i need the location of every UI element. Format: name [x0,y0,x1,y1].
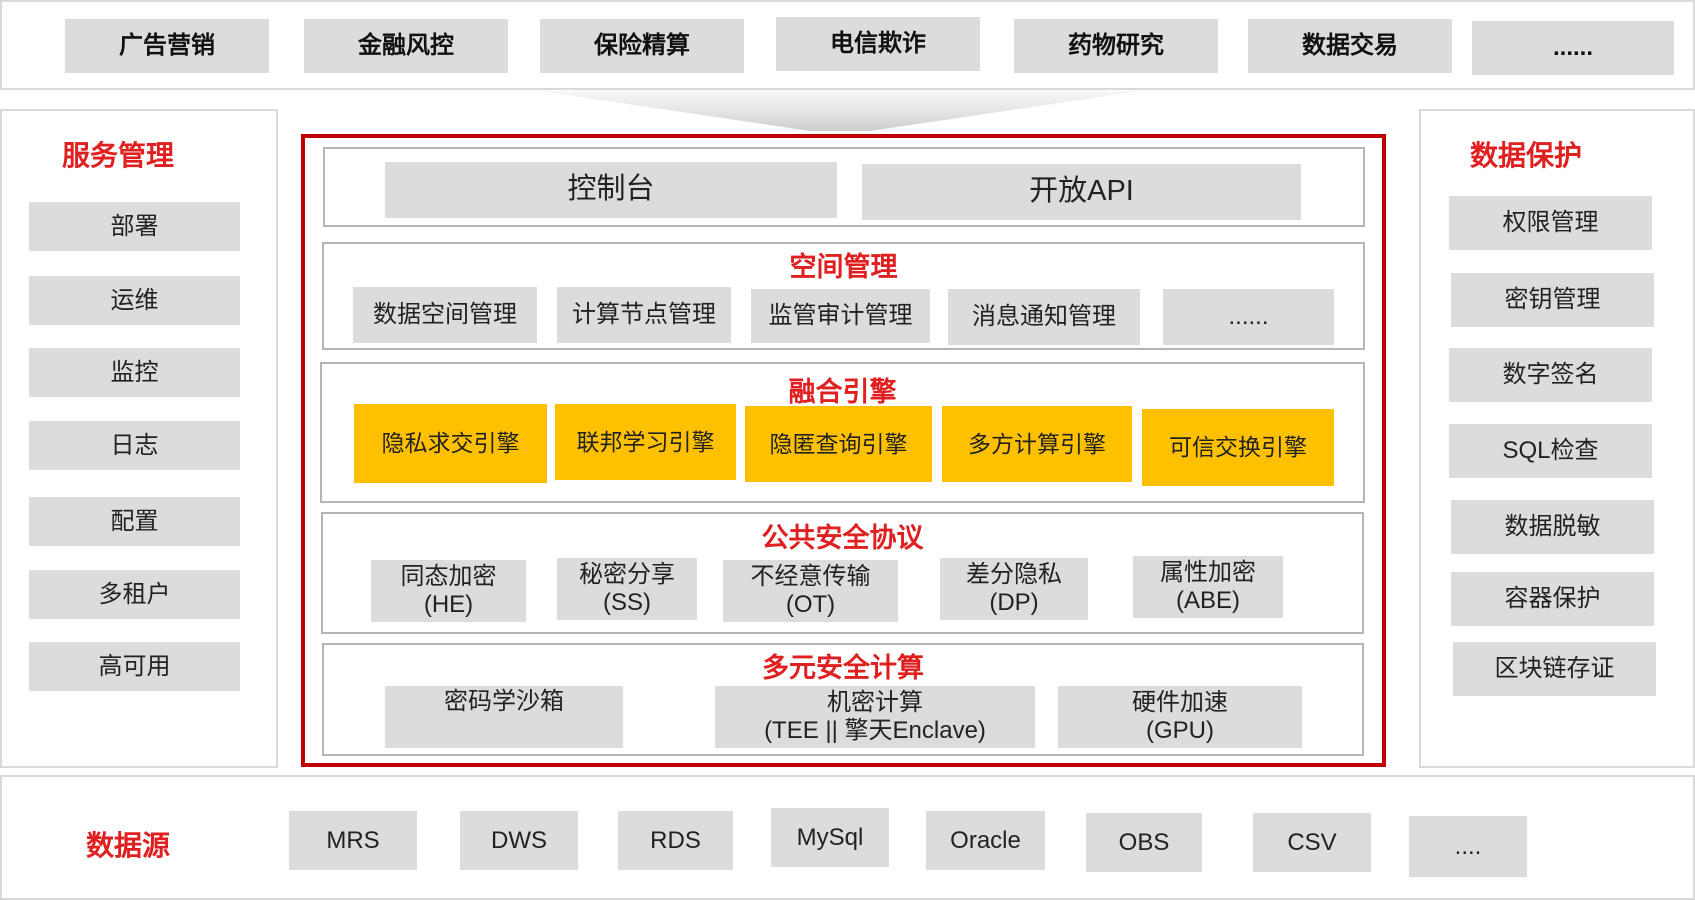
protection-item-sql-check: SQL检查 [1449,424,1652,478]
protocol-dp-name: 差分隐私 [966,561,1062,589]
space-item-audit: 监管审计管理 [751,289,930,343]
data-source-csv: CSV [1253,813,1371,872]
compute-hardware-sub: (GPU) [1146,717,1214,744]
engine-private-query: 隐匿查询引擎 [745,406,932,482]
service-item-high-availability: 高可用 [29,642,240,691]
app-scenario-drug-research: 药物研究 [1014,19,1218,73]
space-item-compute-node: 计算节点管理 [557,287,731,343]
protection-item-key: 密钥管理 [1451,273,1654,327]
space-item-data-space: 数据空间管理 [353,287,537,343]
fusion-engine-title: 融合引擎 [788,377,897,407]
engine-psi: 隐私求交引擎 [354,404,547,483]
engine-federated-learning: 联邦学习引擎 [555,404,736,480]
security-protocol-title: 公共安全协议 [761,523,924,553]
compute-hardware-label: 硬件加速 [1132,689,1228,717]
data-source-title: 数据源 [86,830,171,861]
protocol-ot-abbr: (OT) [785,591,836,618]
engine-mpc: 多方计算引擎 [942,406,1132,482]
protection-item-signature: 数字签名 [1449,348,1652,402]
app-scenario-more: ...... [1472,21,1674,75]
protocol-dp: 差分隐私 (DP) [940,558,1088,620]
data-source-more: .... [1409,816,1527,877]
console-box: 控制台 [385,162,837,218]
data-source-oracle: Oracle [926,811,1045,870]
protocol-ot-name: 不经意传输 [750,563,871,591]
data-source-obs: OBS [1086,813,1202,872]
protection-item-blockchain: 区块链存证 [1453,642,1656,696]
protocol-abe: 属性加密 (ABE) [1133,556,1283,618]
protocol-ss-name: 秘密分享 [579,561,675,589]
protection-item-permission: 权限管理 [1449,196,1652,250]
secure-compute-title: 多元安全计算 [762,653,924,683]
service-item-config: 配置 [29,497,240,546]
service-item-monitor: 监控 [29,348,240,397]
space-item-notification: 消息通知管理 [948,289,1140,345]
protocol-ss: 秘密分享 (SS) [557,558,697,620]
service-item-ops: 运维 [29,276,240,325]
protocol-dp-abbr: (DP) [989,589,1039,616]
protocol-ss-abbr: (SS) [603,589,651,616]
protocol-abe-name: 属性加密 [1160,559,1256,587]
engine-trusted-exchange: 可信交换引擎 [1142,409,1334,486]
space-management-title: 空间管理 [789,252,898,282]
protocol-ot: 不经意传输 (OT) [723,560,898,622]
data-source-dws: DWS [460,811,578,870]
app-scenario-telecom-fraud: 电信欺诈 [776,17,980,71]
protection-item-masking: 数据脱敏 [1451,500,1654,554]
compute-crypto-sandbox-label: 密码学沙箱 [444,688,564,715]
protocol-he-name: 同态加密 [400,563,497,591]
service-item-multi-tenant: 多租户 [29,570,240,619]
protocol-he: 同态加密 (HE) [371,560,526,622]
protocol-he-abbr: (HE) [423,591,474,618]
space-item-more: ...... [1163,289,1334,345]
app-scenario-ad-marketing: 广告营销 [65,19,269,73]
compute-hardware-acceleration: 硬件加速 (GPU) [1058,686,1302,748]
app-scenario-data-trading: 数据交易 [1248,19,1452,73]
data-source-mrs: MRS [289,811,417,870]
compute-confidential: 机密计算 (TEE || 擎天Enclave) [715,686,1035,748]
protection-item-container: 容器保护 [1451,572,1654,626]
compute-crypto-sandbox: 密码学沙箱 [385,686,623,748]
data-protection-title: 数据保护 [1470,140,1583,171]
app-scenario-finance-risk: 金融风控 [304,19,508,73]
service-item-log: 日志 [29,421,240,470]
compute-confidential-label: 机密计算 [827,689,923,717]
compute-confidential-sub: (TEE || 擎天Enclave) [764,717,986,744]
service-management-title: 服务管理 [62,140,175,171]
core-platform-frame [301,134,1386,767]
protocol-abe-abbr: (ABE) [1175,587,1240,614]
data-source-rds: RDS [618,811,733,870]
service-item-deploy: 部署 [29,202,240,251]
funnel-connector [540,91,1140,131]
open-api-box: 开放API [862,164,1301,220]
data-source-mysql: MySql [771,808,889,867]
app-scenario-insurance-actuary: 保险精算 [540,19,744,73]
